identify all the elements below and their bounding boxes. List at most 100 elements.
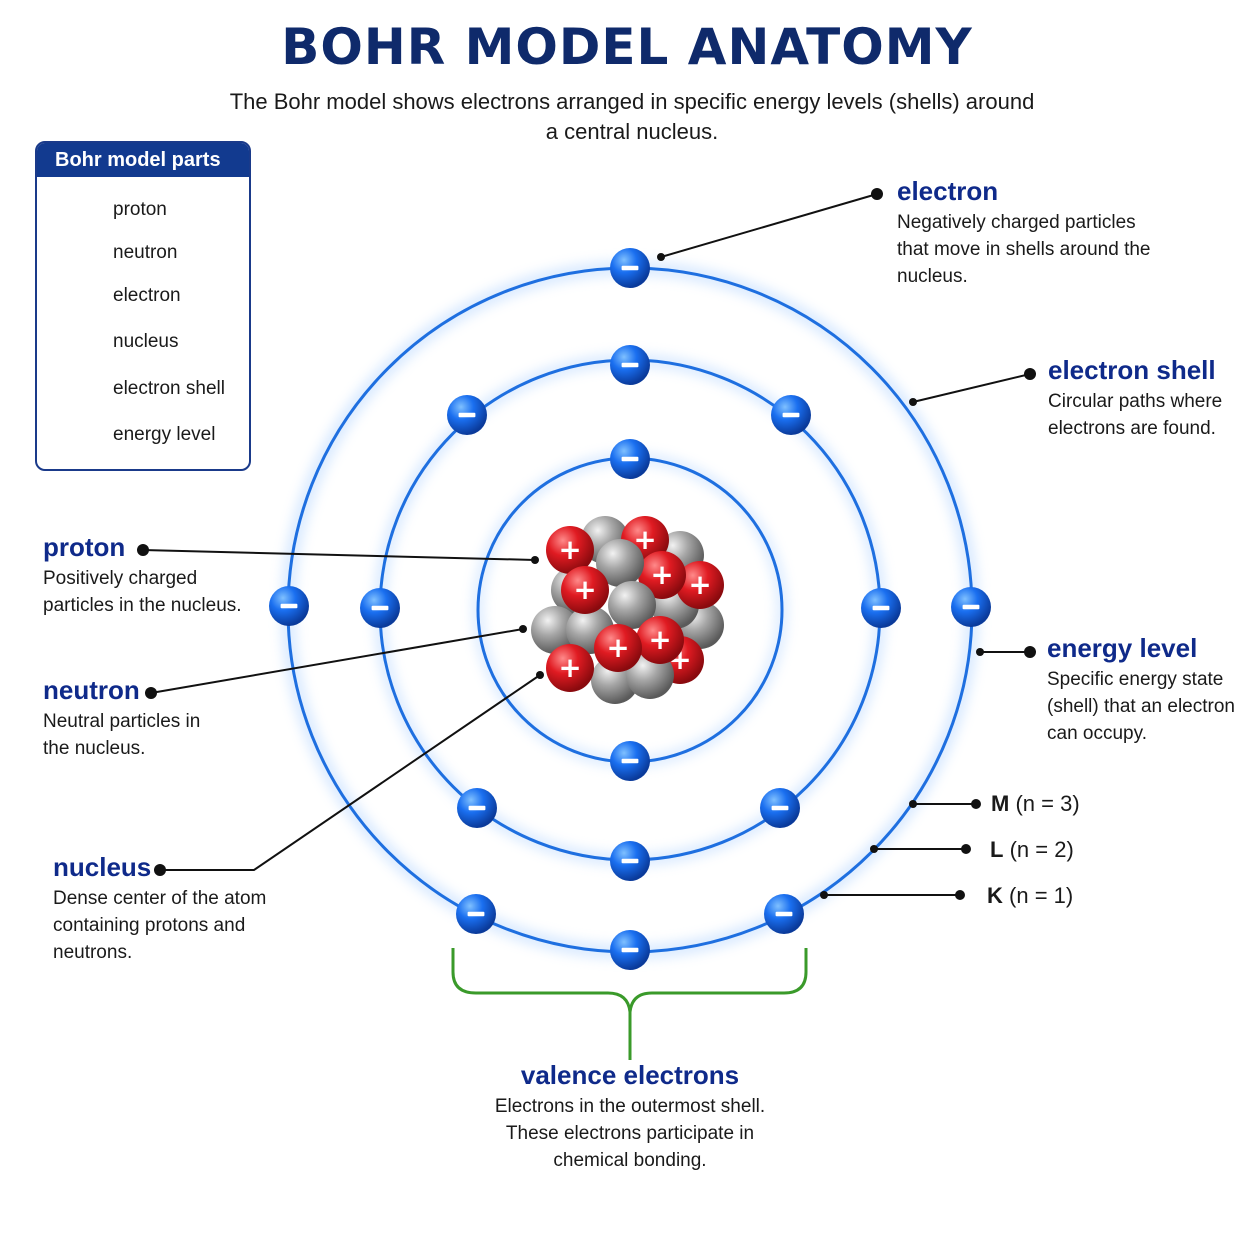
leader-dot <box>1024 646 1036 658</box>
nucleus-cluster: +++++++++ <box>531 516 724 704</box>
callout-proton-desc: Positively charged particles in the nucl… <box>43 568 242 616</box>
plus-sign: + <box>633 523 656 556</box>
proton: + <box>546 526 594 574</box>
minus-sign <box>621 362 639 368</box>
legend-label-nucleus: nucleus <box>113 331 179 352</box>
minus-sign <box>280 603 298 609</box>
callout-energy-level: energy level Specific energy state (shel… <box>1047 633 1247 747</box>
minus-sign <box>458 412 476 418</box>
callout-valence-title: valence electrons <box>520 1060 740 1090</box>
callout-neutron: neutron Neutral particles in the nucleus… <box>43 675 223 762</box>
shell-n: (n = 1) <box>1009 883 1074 908</box>
leader-electron <box>660 193 878 258</box>
plus-sign: + <box>558 651 581 684</box>
plus-sign: + <box>573 573 596 606</box>
minus-sign <box>468 805 486 811</box>
leader-dot <box>145 687 157 699</box>
shell-label-l: L (n = 2) <box>990 837 1074 863</box>
proton: + <box>676 561 724 609</box>
electron <box>771 395 811 435</box>
minus-sign <box>621 758 639 764</box>
callout-electron-title: electron <box>897 176 999 206</box>
proton: + <box>638 551 686 599</box>
leader-neutron <box>150 628 524 694</box>
electron <box>360 588 400 628</box>
neutron <box>596 539 644 587</box>
electron <box>610 930 650 970</box>
leader-dot <box>536 671 544 679</box>
neutron <box>531 606 579 654</box>
leader-dot <box>971 799 981 809</box>
callout-neutron-desc: Neutral particles in the nucleus. <box>43 711 201 759</box>
legend-box: Bohr model parts proton neutron electron… <box>35 141 251 471</box>
callout-energy-level-desc: Specific energy state (shell) that an el… <box>1047 669 1235 744</box>
proton: + <box>636 616 684 664</box>
shell-letter: L <box>990 837 1004 862</box>
shell-label-k: K (n = 1) <box>987 883 1073 909</box>
callout-proton-title: proton <box>43 532 126 562</box>
callout-valence-desc: Electrons in the outermost shell. These … <box>494 1096 766 1171</box>
proton: + <box>561 566 609 614</box>
leader-dot <box>961 844 971 854</box>
callout-electron-shell-desc: Circular paths where electrons are found… <box>1048 391 1223 439</box>
leader-dot <box>909 398 917 406</box>
electron <box>951 587 991 627</box>
minus-sign <box>771 805 789 811</box>
electron <box>269 586 309 626</box>
leader-dot <box>976 648 984 656</box>
plus-sign: + <box>688 568 711 601</box>
leader-dot <box>657 253 665 261</box>
shell-n: (n = 2) <box>1009 837 1074 862</box>
leader-dot <box>871 188 883 200</box>
legend-label-energy-level: energy level <box>113 424 216 445</box>
plus-sign: + <box>648 623 671 656</box>
callout-electron: electron Negatively charged particles th… <box>897 176 1157 290</box>
leader-dot <box>1024 368 1036 380</box>
electron <box>610 248 650 288</box>
callout-nucleus-title: nucleus <box>53 852 152 882</box>
leader-dot <box>519 625 527 633</box>
leader-dot <box>154 864 166 876</box>
valence-bracket <box>451 948 808 1060</box>
electron <box>610 841 650 881</box>
minus-sign <box>467 911 485 917</box>
legend-label-neutron: neutron <box>113 242 178 263</box>
minus-sign <box>962 604 980 610</box>
callout-electron-desc: Negatively charged particles that move i… <box>897 212 1151 287</box>
plus-sign: + <box>650 558 673 591</box>
electron <box>760 788 800 828</box>
electron <box>610 345 650 385</box>
legend-label-electron: electron <box>113 285 181 306</box>
shell-letter: K <box>987 883 1003 908</box>
callout-nucleus-desc: Dense center of the atom containing prot… <box>53 888 267 963</box>
callout-electron-shell: electron shell Circular paths where elec… <box>1048 355 1243 442</box>
leader-dot <box>137 544 149 556</box>
legend-label-electron-shell: electron shell <box>113 378 225 399</box>
electron <box>861 588 901 628</box>
electrons <box>269 248 991 970</box>
electron <box>764 894 804 934</box>
leader-dot <box>820 891 828 899</box>
leader-lines <box>137 188 1036 900</box>
leader-dot <box>531 556 539 564</box>
minus-sign <box>782 412 800 418</box>
electron <box>447 395 487 435</box>
electron <box>457 788 497 828</box>
minus-sign <box>621 456 639 462</box>
leader-proton <box>142 549 536 561</box>
minus-sign <box>371 605 389 611</box>
callout-energy-level-title: energy level <box>1047 633 1198 663</box>
callout-nucleus: nucleus Dense center of the atom contain… <box>53 852 283 966</box>
plus-sign: + <box>606 631 629 664</box>
leader-electron-shell <box>912 373 1031 403</box>
callout-proton: proton Positively charged particles in t… <box>43 532 258 619</box>
legend-heading: Bohr model parts <box>37 143 249 177</box>
leader-dot <box>955 890 965 900</box>
shell-letter: M <box>991 791 1010 816</box>
electron <box>610 741 650 781</box>
callout-electron-shell-title: electron shell <box>1048 355 1216 385</box>
proton: + <box>546 644 594 692</box>
leader-nucleus <box>160 674 541 871</box>
minus-sign <box>621 947 639 953</box>
